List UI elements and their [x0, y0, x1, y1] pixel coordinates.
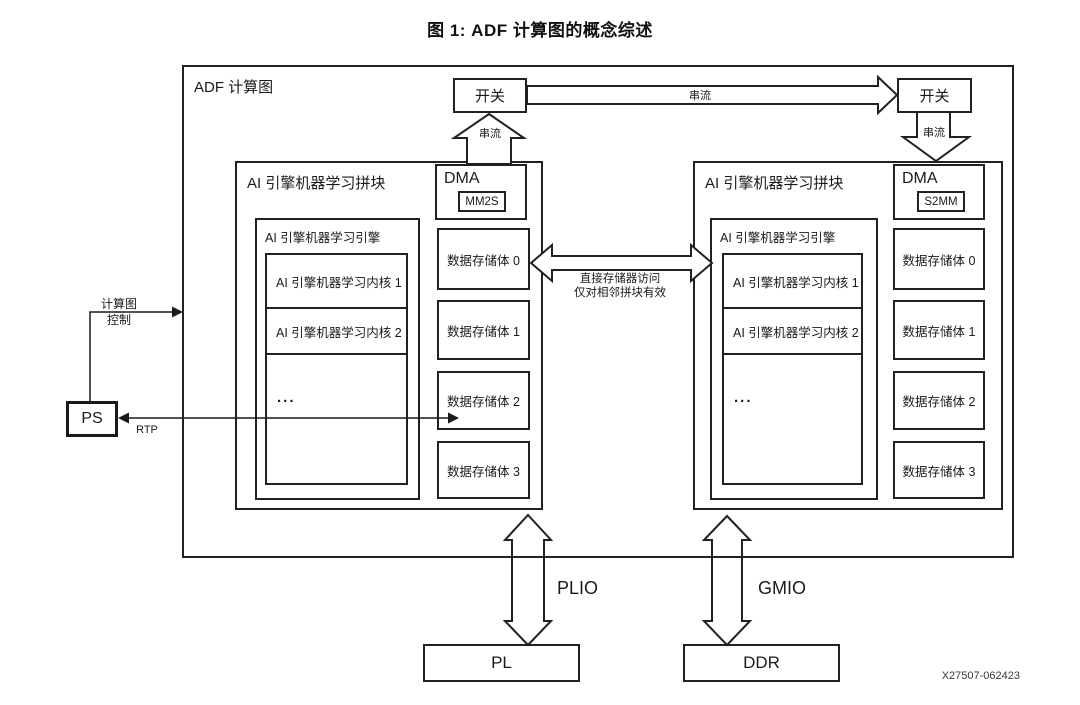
bank-right-0-label: 数据存储体 0 [902, 253, 976, 268]
bank-left-0-label: 数据存储体 0 [447, 253, 520, 268]
kernel-more-left-label: ... [277, 389, 296, 406]
bank-right-2: 数据存储体 2 [893, 371, 985, 430]
bank-left-1: 数据存储体 1 [437, 300, 530, 360]
s2mm-label: S2MM [924, 195, 958, 208]
kernel-2-right-label: AI 引擎机器学习内核 2 [733, 325, 859, 340]
kernel-more-right: ... [722, 353, 863, 485]
graph-control-label-line1: 计算图 [101, 296, 137, 311]
bank-left-3-label: 数据存储体 3 [447, 464, 520, 479]
pl-box: PL [423, 644, 580, 682]
kernel-1-left: AI 引擎机器学习内核 1 [265, 253, 408, 309]
mm2s-box: MM2S [458, 191, 506, 212]
kernel-2-left: AI 引擎机器学习内核 2 [265, 307, 408, 355]
gmio-label: GMIO [758, 578, 806, 598]
bank-right-3-label: 数据存储体 3 [902, 464, 976, 479]
ps-label: PS [81, 410, 103, 427]
mm2s-label: MM2S [465, 195, 499, 208]
kernel-more-right-label: ... [734, 389, 753, 406]
ddr-box: DDR [683, 644, 840, 682]
switch-left: 开关 [453, 78, 527, 113]
figure-title: 图 1: ADF 计算图的概念综述 [427, 21, 653, 40]
kernel-more-left: ... [265, 353, 408, 485]
rtp-label: RTP [136, 424, 158, 436]
dma-left-label: DMA [444, 170, 480, 187]
bank-left-2: 数据存储体 2 [437, 371, 530, 430]
ps-box: PS [66, 401, 118, 437]
switch-right-label: 开关 [919, 88, 950, 105]
kernel-1-right-label: AI 引擎机器学习内核 1 [733, 275, 859, 290]
bank-right-0: 数据存储体 0 [893, 228, 985, 290]
plio-label: PLIO [557, 578, 599, 598]
bank-right-1: 数据存储体 1 [893, 300, 985, 360]
s2mm-box: S2MM [917, 191, 965, 212]
bank-left-1-label: 数据存储体 1 [447, 324, 520, 339]
tile-left-label: AI 引擎机器学习拼块 [247, 175, 386, 192]
kernel-1-right: AI 引擎机器学习内核 1 [722, 253, 863, 309]
graph-control-line [89, 311, 172, 401]
figure-id: X27507-062423 [941, 670, 1020, 682]
adf-graph-label: ADF 计算图 [194, 79, 274, 96]
graph-control-label-line2: 控制 [107, 313, 131, 327]
dma-right-label: DMA [902, 170, 938, 187]
engine-left-label: AI 引擎机器学习引擎 [265, 231, 381, 245]
bank-right-3: 数据存储体 3 [893, 441, 985, 499]
kernel-1-left-label: AI 引擎机器学习内核 1 [276, 275, 402, 290]
switch-right: 开关 [897, 78, 972, 113]
kernel-2-right: AI 引擎机器学习内核 2 [722, 307, 863, 355]
engine-right-label: AI 引擎机器学习引擎 [720, 231, 836, 245]
kernel-2-left-label: AI 引擎机器学习内核 2 [276, 325, 402, 340]
ddr-label: DDR [743, 653, 780, 672]
tile-right-label: AI 引擎机器学习拼块 [705, 175, 844, 192]
switch-left-label: 开关 [474, 88, 505, 105]
bank-right-1-label: 数据存储体 1 [902, 324, 976, 339]
bank-left-2-label: 数据存储体 2 [447, 395, 520, 409]
pl-label: PL [491, 653, 512, 672]
bank-left-0: 数据存储体 0 [437, 228, 530, 290]
bank-right-2-label: 数据存储体 2 [902, 395, 976, 409]
rtp-arrowhead-left [118, 412, 129, 424]
bank-left-3: 数据存储体 3 [437, 441, 530, 499]
